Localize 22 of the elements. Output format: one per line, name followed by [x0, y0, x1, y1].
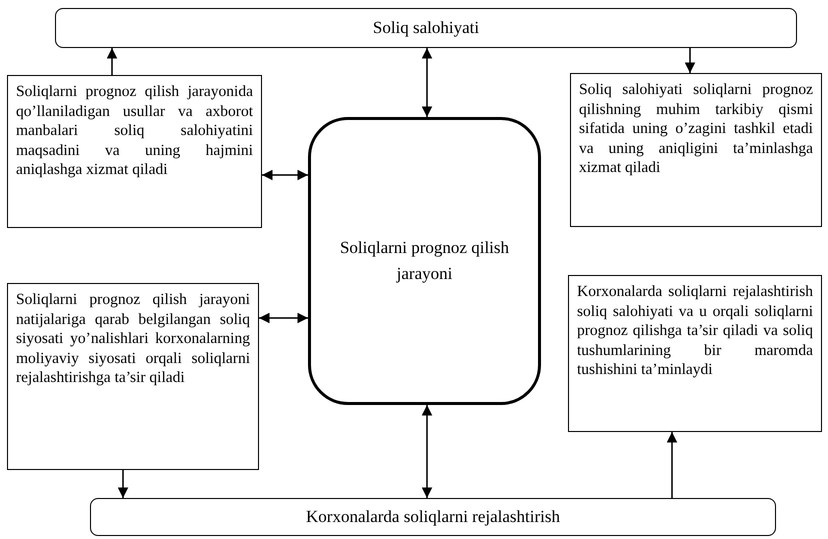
node-label: Korxonalarda soliqlarni rejalashtirish [306, 506, 560, 528]
text-box [7, 75, 262, 228]
text-box [568, 275, 822, 432]
arrow [684, 48, 696, 73]
header-bar [55, 8, 797, 48]
arrow [259, 312, 308, 324]
text-box [570, 73, 822, 227]
description-text: Korxonalarda soliqlarni rejalashtirish soliq salohiyati va u orqali soliqlarni prognoz qilishga ta’sir qiladi va soliq tushumlarining bir maromda tushishini ta’minlaydi [577, 282, 813, 380]
arrow [422, 48, 432, 117]
process-box [308, 117, 541, 405]
text-box [7, 283, 259, 470]
description-text: Soliq salohiyati soliqlarni prognoz qilishning muhim tarkibiy qismi sifatida uning o’zagini tashkil etadi va uning aniqligini ta’minlashga xizmat qiladi [579, 80, 813, 178]
node-label: Soliqlarni prognoz qilish jarayoni [338, 237, 510, 285]
node-label: Soliq salohiyati [372, 17, 480, 39]
description-text: Soliqlarni prognoz qilish jarayoni natijalariga qarab belgilangan soliq siyosati yo’nalishlari korxonalarning moliyaviy siyosati orqali soliqlarni rejalashtirishga ta’sir qiladi [16, 290, 250, 388]
arrow [422, 405, 432, 498]
footer-bar [90, 498, 776, 536]
arrow [106, 48, 118, 75]
arrow [118, 470, 128, 498]
description-text: Soliqlarni prognoz qilish jarayonida qo’llaniladigan usullar va axborot manbalari soliq salohiyatini maqsadini va uning hajmini aniqlashga xizmat qiladi [16, 82, 253, 180]
arrow [262, 170, 308, 180]
arrow [666, 432, 678, 498]
